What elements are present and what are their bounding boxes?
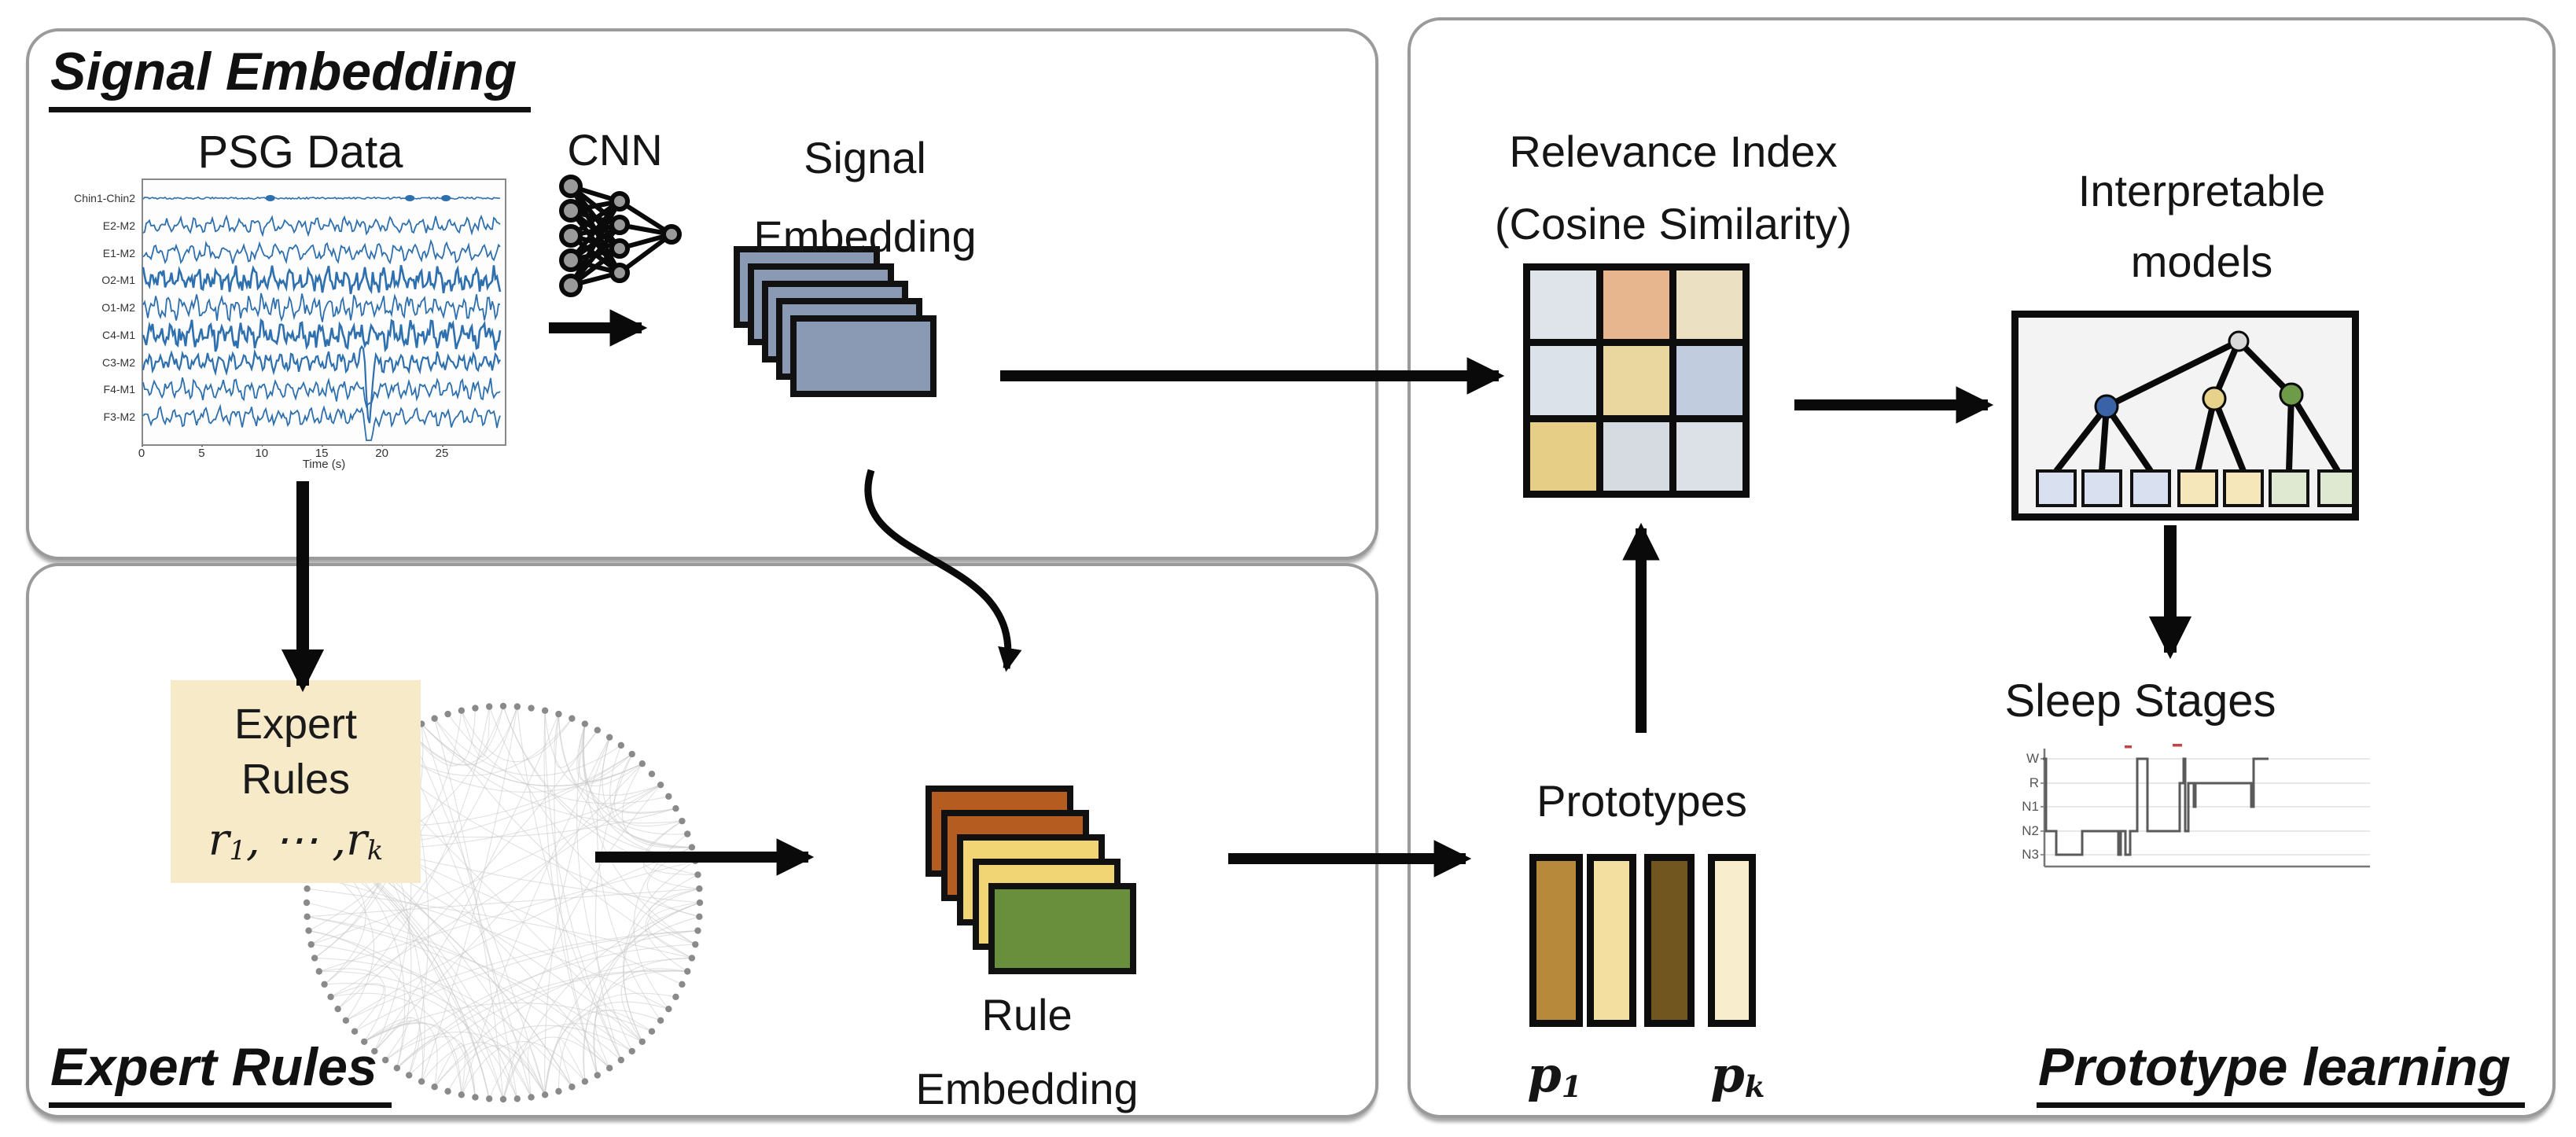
- decision-tree-icon: [2036, 330, 2352, 507]
- prototypes-title: Prototypes: [1536, 776, 1747, 826]
- psg-channel-label-E2-M2: E2-M2: [102, 219, 135, 232]
- tree-leaf-4: [2177, 469, 2218, 507]
- hypnogram-plot: [2041, 744, 2370, 868]
- tree-leaf-2: [2081, 469, 2122, 507]
- psg-x-tick-0: 0: [138, 447, 145, 460]
- prototype-bar-2: [1587, 854, 1636, 1027]
- psg-trace-C3-M2: [142, 344, 501, 424]
- tree-leaf-6: [2269, 469, 2309, 507]
- relevance-cell-r2c3: [1676, 346, 1742, 415]
- signal-embedding-label-line1: Signal: [804, 133, 926, 182]
- prototype-bar-3: [1644, 854, 1695, 1027]
- psg-channel-label-F4-M1: F4-M1: [103, 383, 135, 396]
- tree-leaf-7: [2317, 469, 2352, 507]
- hypnogram-stage-label-R: R: [2029, 775, 2039, 790]
- hypnogram-stage-label-N1: N1: [2022, 799, 2039, 814]
- psg-trace-E2-M2: [142, 214, 501, 237]
- relevance-index-grid: [1523, 263, 1750, 498]
- hypnogram-step-line: [2043, 757, 2269, 856]
- psg-channel-label-Chin1-Chin2: Chin1-Chin2: [74, 192, 135, 204]
- prototype-label-p1: p1: [1527, 1046, 1582, 1105]
- psg-title: PSG Data: [197, 127, 403, 178]
- psg-channel-label-C3-M2: C3-M2: [101, 355, 135, 369]
- psg-x-tick-5: 5: [198, 447, 205, 460]
- psg-x-tick-20: 20: [375, 447, 388, 460]
- psg-trace-E1-M2: [142, 238, 501, 265]
- expert-rules-box: Expert Rules r1, ⋯ ,rk: [171, 680, 421, 883]
- hypnogram-stage-label-N3: N3: [2022, 847, 2039, 862]
- hypnogram-rem-mark-2: [2173, 744, 2182, 747]
- rule-embedding-label-line2: Embedding: [915, 1064, 1139, 1113]
- tree-child-node-3: [2279, 382, 2304, 407]
- expert-rules-math: r1, ⋯ ,rk: [208, 815, 384, 867]
- expert-rules-box-line1: Expert: [234, 701, 358, 749]
- relevance-cell-r3c1: [1530, 421, 1596, 491]
- relevance-cell-r3c3: [1676, 421, 1742, 491]
- tree-leaf-5: [2223, 469, 2264, 507]
- psg-x-axis-label: Time (s): [302, 458, 346, 471]
- title-prototype-learning: Prototype learning: [2037, 1036, 2525, 1108]
- cnn-label: CNN: [567, 125, 663, 175]
- psg-channel-label-O1-M2: O1-M2: [101, 301, 135, 314]
- psg-channel-label-C4-M1: C4-M1: [101, 328, 135, 341]
- relevance-cell-r1c2: [1603, 270, 1669, 340]
- psg-trace-Chin1-Chin2: [142, 196, 501, 201]
- relevance-index-title-line2: (Cosine Similarity): [1494, 199, 1853, 248]
- relevance-cell-r1c3: [1676, 270, 1742, 340]
- relevance-cell-r2c1: [1530, 346, 1596, 415]
- relevance-cell-r1c1: [1530, 270, 1596, 340]
- hypnogram-rem-mark-1: [2125, 745, 2132, 749]
- psg-eeg-traces: [142, 195, 502, 441]
- signal-embedding-layer-5: [790, 315, 937, 397]
- tree-child-node-1: [2094, 394, 2119, 419]
- relevance-cell-r3c2: [1603, 421, 1669, 491]
- title-signal-embedding: Signal Embedding: [49, 41, 532, 112]
- interpretable-model-tree-box: [2011, 311, 2359, 521]
- psg-x-tick-25: 25: [435, 447, 449, 460]
- rule-embedding-label-line1: Rule: [981, 990, 1073, 1039]
- relevance-cell-r2c2: [1603, 346, 1669, 415]
- tree-leaf-1: [2036, 469, 2077, 507]
- prototype-bar-4: [1708, 854, 1756, 1027]
- psg-channel-label-E1-M2: E1-M2: [102, 246, 135, 259]
- title-expert-rules: Expert Rules: [49, 1036, 392, 1108]
- psg-x-tick-15: 15: [315, 447, 329, 460]
- psg-trace-F4-M1: [142, 377, 501, 408]
- neural-network-icon: [559, 175, 682, 297]
- psg-trace-C4-M1: [142, 318, 502, 353]
- tree-child-node-2: [2202, 386, 2227, 411]
- tree-root-node: [2228, 330, 2250, 352]
- sleep-stages-title: Sleep Stages: [2004, 675, 2276, 727]
- prototype-bar-1: [1529, 854, 1583, 1027]
- prototype-label-pk: pk: [1710, 1046, 1765, 1105]
- expert-rules-box-line2: Rules: [241, 756, 351, 804]
- interpretable-title-line2: models: [2130, 237, 2273, 286]
- tree-leaf-3: [2130, 469, 2171, 507]
- signal-embedding-label-line2: Embedding: [753, 212, 977, 261]
- hypnogram-stage-label-W: W: [2026, 751, 2039, 766]
- relevance-index-title-line1: Relevance Index: [1509, 127, 1838, 176]
- psg-x-tick-10: 10: [255, 447, 269, 460]
- interpretable-title-line1: Interpretable: [2077, 166, 2326, 215]
- psg-channel-label-O2-M1: O2-M1: [101, 274, 135, 287]
- psg-trace-O1-M2: [142, 293, 501, 322]
- hypnogram-stage-label-N2: N2: [2022, 823, 2039, 838]
- psg-trace-F3-M2: [142, 403, 501, 441]
- psg-channel-label-F3-M2: F3-M2: [103, 410, 135, 423]
- psg-trace-O2-M1: [142, 264, 502, 295]
- rule-embedding-layer-5: [988, 883, 1136, 974]
